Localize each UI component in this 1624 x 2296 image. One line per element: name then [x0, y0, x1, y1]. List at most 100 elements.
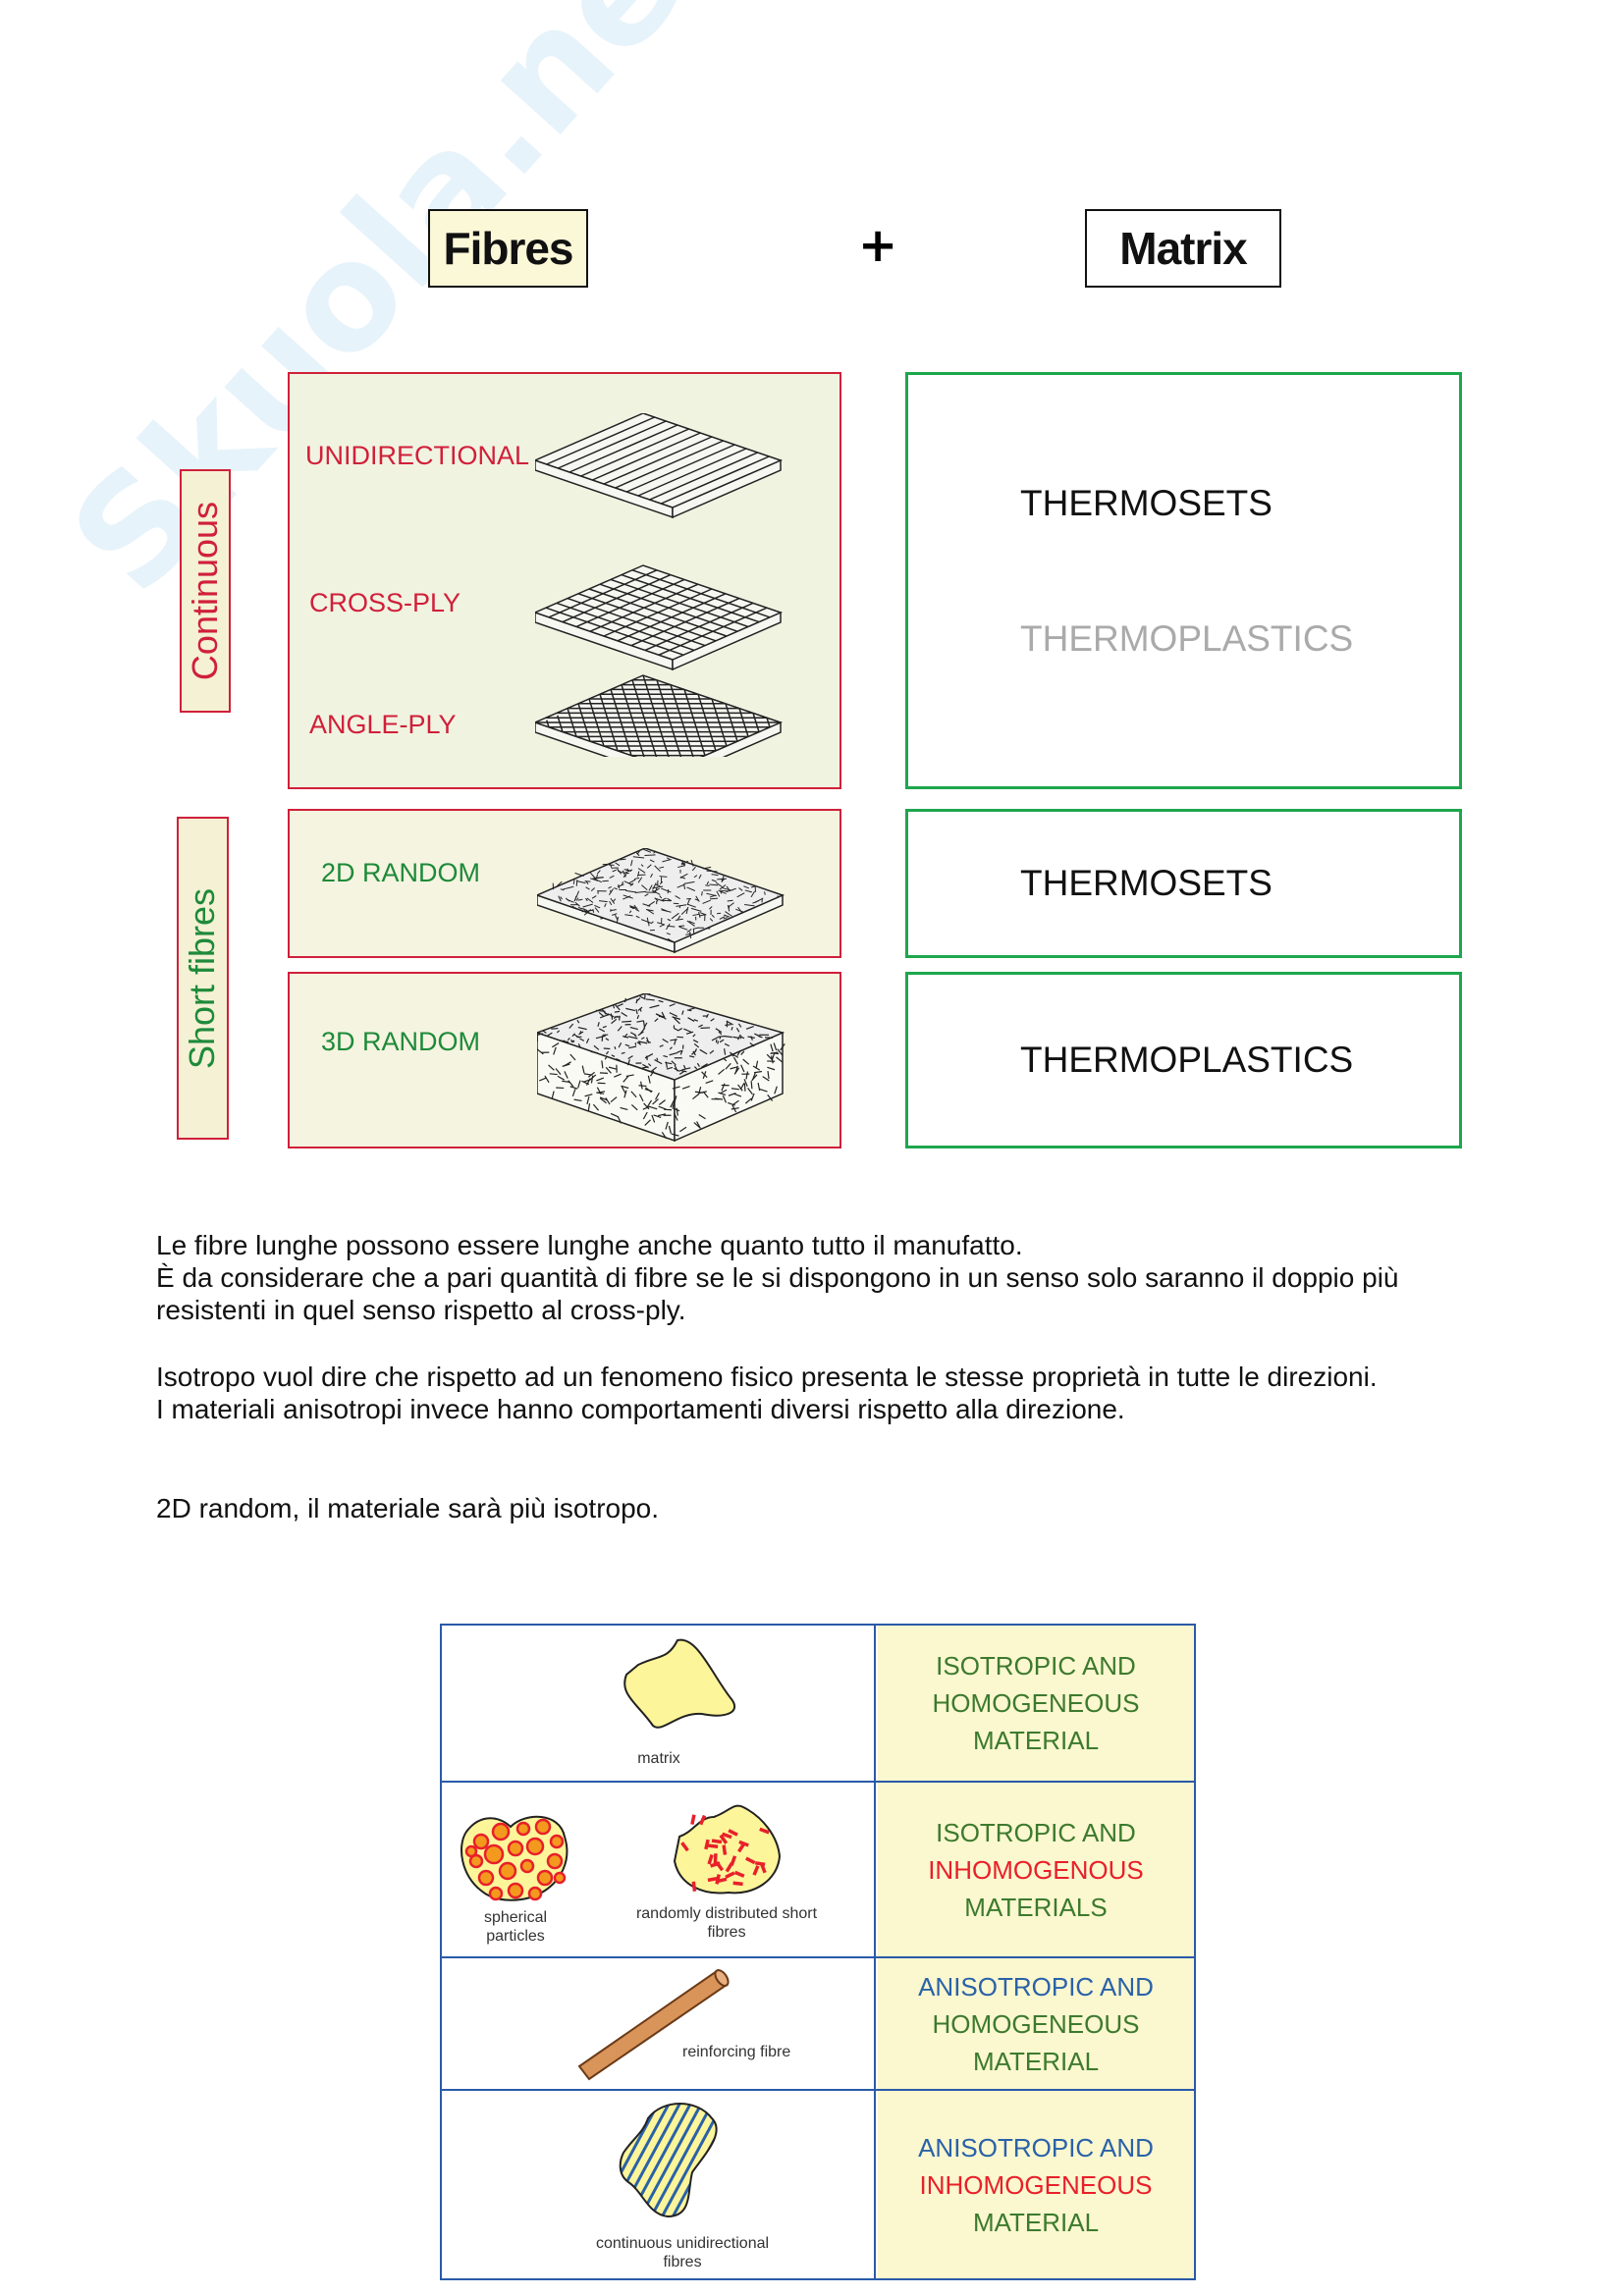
hatch-line — [635, 915, 640, 919]
hatch-line — [737, 1084, 743, 1092]
hatch-line — [707, 1853, 714, 1865]
hatch-line — [612, 913, 618, 916]
hatch-line — [614, 887, 618, 890]
hatch-line — [636, 1014, 640, 1020]
paragraph: Le fibre lunghe possono essere lunghe an… — [156, 1230, 1399, 1325]
hatch-line — [626, 444, 735, 493]
hatch-line — [639, 995, 645, 999]
particle — [525, 1837, 545, 1856]
hatch-line — [698, 1814, 707, 1826]
property-line: HOMOGENEOUS — [932, 2008, 1140, 2039]
hatch-line — [608, 885, 613, 889]
matrix-box-3d: THERMOPLASTICS — [905, 972, 1462, 1148]
hatch-line — [747, 1087, 753, 1095]
hatch-line — [592, 1103, 600, 1111]
hatch-line — [750, 1036, 753, 1041]
hatch-line — [690, 907, 702, 912]
table-row: continuous unidirectional fibres ANISOTR… — [442, 2091, 1194, 2278]
hatch-line — [702, 899, 711, 904]
hatch-line — [636, 1041, 640, 1044]
hatch-line — [607, 1013, 615, 1018]
hatch-line — [709, 883, 719, 886]
reinforcing-fibre-caption: reinforcing fibre — [682, 2044, 791, 2060]
hatch-line — [722, 1057, 728, 1062]
hatch-line — [690, 859, 694, 867]
hatch-line — [605, 1050, 610, 1055]
hatch-line — [644, 1088, 653, 1093]
hatch-line — [667, 918, 672, 922]
hatch-line — [633, 1034, 637, 1038]
property-line: ANISOTROPIC AND — [918, 2132, 1154, 2163]
hatch-line — [644, 854, 656, 856]
hatch-line — [645, 998, 655, 1001]
hatch-line — [652, 885, 664, 889]
hatch-line — [722, 1095, 728, 1103]
hatch-line — [586, 1095, 590, 1104]
hatch-line — [671, 1060, 677, 1066]
hatch-line — [558, 895, 562, 902]
hatch-line — [623, 1090, 627, 1098]
paragraph: 2D random, il materiale sarà più isotrop… — [156, 1493, 660, 1523]
hatch-line — [653, 850, 657, 854]
hatch-line — [649, 1004, 660, 1009]
hatch-line — [669, 1051, 678, 1056]
hatch-line — [630, 597, 740, 647]
hatch-line — [744, 904, 755, 907]
hatch-line — [780, 1043, 785, 1051]
hatch-line — [650, 873, 653, 879]
hatch-line — [656, 1057, 659, 1061]
hatch-line — [572, 879, 575, 884]
hatch-line — [687, 1017, 695, 1022]
hatch-line — [646, 864, 652, 869]
hatch-line — [537, 1033, 543, 1037]
hatch-line — [666, 1066, 674, 1070]
hatch-line — [672, 1086, 680, 1090]
hatch-line — [702, 1071, 707, 1080]
hatch-line — [635, 998, 638, 1004]
hatch-line — [623, 1075, 629, 1083]
hatch-line — [711, 1839, 723, 1844]
hatch-line — [601, 1060, 604, 1069]
hatch-line — [586, 897, 594, 903]
hatch-line — [686, 1009, 692, 1012]
particle — [527, 1886, 543, 1901]
hatch-line — [721, 875, 725, 881]
hatch-line — [714, 1097, 724, 1100]
hatch-line — [583, 908, 586, 912]
hatch-line — [575, 890, 580, 898]
hatch-line — [576, 880, 586, 884]
hatch-line — [651, 1114, 656, 1123]
hatch-line — [632, 856, 645, 859]
hatch-line — [627, 879, 636, 884]
hatch-line — [608, 888, 615, 895]
hatch-line — [635, 908, 640, 912]
particle — [519, 1858, 535, 1874]
hatch-line — [564, 1041, 569, 1043]
hatch-line — [716, 1877, 728, 1884]
hatch-line — [669, 1046, 673, 1050]
hatch-line — [661, 455, 770, 505]
hatch-line — [706, 870, 718, 873]
hatch-line — [608, 1066, 617, 1070]
hatch-line — [667, 897, 673, 902]
hatch-line — [683, 689, 706, 756]
hatch-line — [599, 1096, 608, 1101]
hatch-line — [674, 1017, 680, 1025]
hatch-line — [602, 863, 610, 866]
hatch-line — [731, 1104, 737, 1113]
hatch-line — [725, 703, 738, 742]
3d-random-block — [537, 993, 785, 1143]
hatch-line — [643, 1102, 650, 1110]
hatch-line — [611, 1054, 616, 1057]
hatch-line — [596, 1092, 605, 1095]
hatch-line — [594, 904, 601, 909]
hatch-line — [621, 1051, 625, 1054]
hatch-line — [613, 898, 617, 902]
hatch-line — [560, 896, 563, 900]
hatch-line — [599, 583, 738, 632]
hatch-line — [694, 1091, 703, 1094]
hatch-line — [722, 1844, 728, 1855]
hatch-line — [671, 912, 679, 920]
hatch-line — [593, 1044, 600, 1050]
